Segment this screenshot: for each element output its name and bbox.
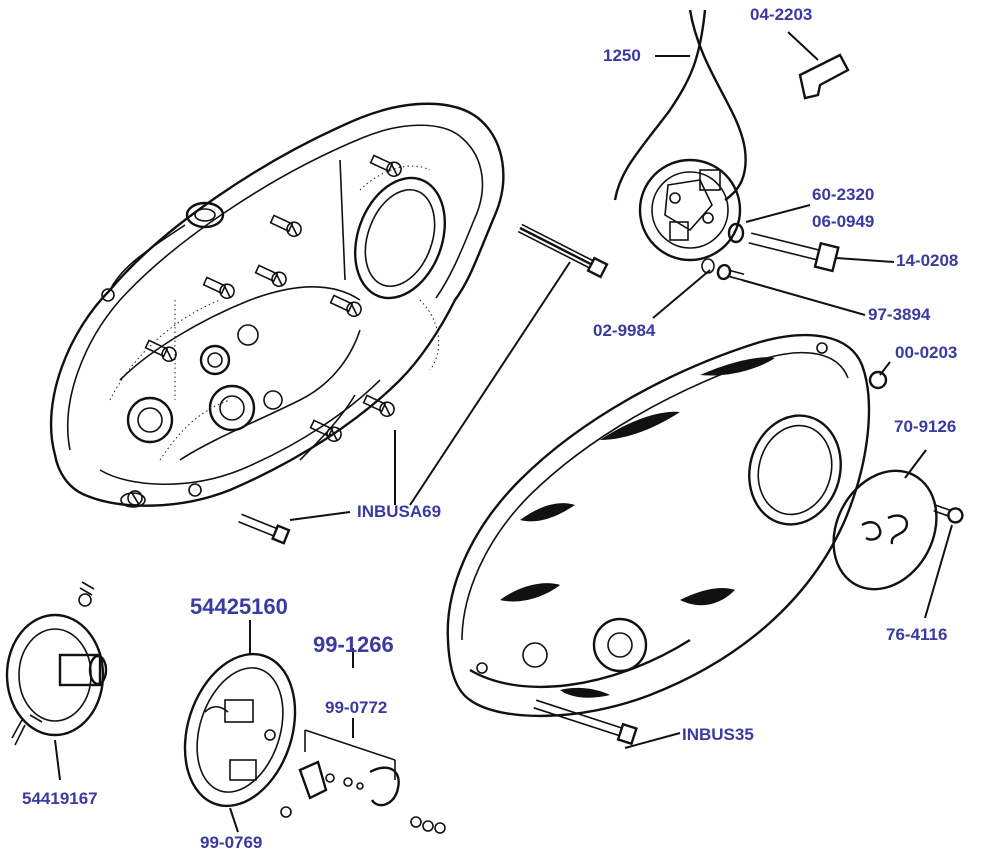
inner-cover-screws <box>127 154 402 506</box>
label-76-4116: 76-4116 <box>886 625 948 644</box>
label-54419167: 54419167 <box>22 789 98 808</box>
clip-04-2203 <box>798 53 850 100</box>
nut-00-0203 <box>868 370 888 390</box>
advance-unit <box>5 581 108 746</box>
bsa-badge <box>832 469 938 591</box>
label-99-0772: 99-0772 <box>325 698 388 717</box>
label-99-0769: 99-0769 <box>200 833 263 852</box>
label-99-1266: 99-1266 <box>313 632 394 657</box>
label-00-0203: 00-0203 <box>895 343 958 362</box>
backplate-54425160 <box>183 652 297 808</box>
label-inbusa69: INBUSA69 <box>357 502 442 521</box>
label-70-9126: 70-9126 <box>894 417 957 436</box>
label-02-9984: 02-9984 <box>593 321 656 340</box>
label-60-2320: 60-2320 <box>812 185 875 204</box>
long-bolts <box>238 223 638 746</box>
label-06-0949: 06-0949 <box>812 212 875 231</box>
contact-breaker-assembly <box>613 9 840 281</box>
outer-cover <box>446 333 871 718</box>
points-set-99-1266 <box>280 729 446 834</box>
label-inbus35: INBUS35 <box>682 725 754 744</box>
leader-lines <box>54 31 953 833</box>
label-97-3894: 97-3894 <box>868 305 931 324</box>
badge-screw <box>933 504 964 524</box>
label-14-0208: 14-0208 <box>896 251 959 270</box>
label-1250: 1250 <box>603 46 641 65</box>
label-54425160: 54425160 <box>190 594 288 619</box>
label-04-2203: 04-2203 <box>750 5 813 24</box>
inner-cover <box>50 102 505 508</box>
